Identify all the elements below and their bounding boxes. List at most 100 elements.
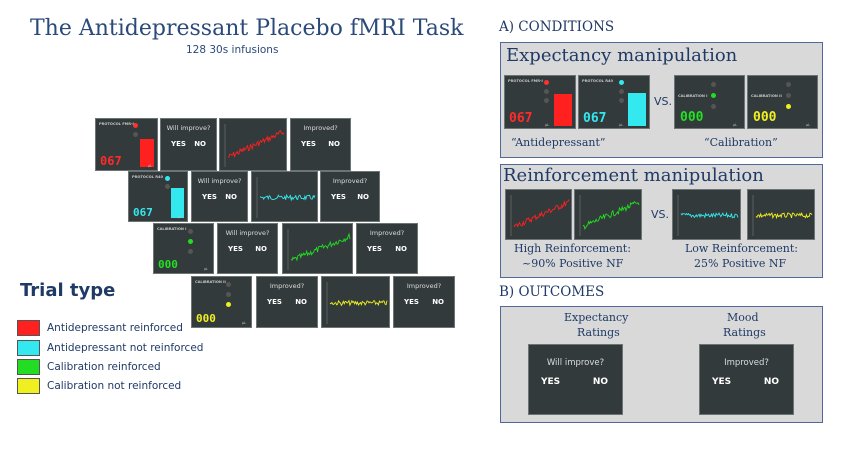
led-icon bbox=[619, 98, 624, 103]
question-text: Will improve? bbox=[197, 177, 242, 185]
nf-trace-screen bbox=[747, 189, 815, 240]
no-option: NO bbox=[592, 377, 608, 387]
improved-screen: Improved? YES NO bbox=[356, 223, 418, 274]
main-title: The Antidepressant Placebo fMRI Task bbox=[30, 16, 464, 41]
digit-display: 067 bbox=[100, 154, 122, 168]
device-label: CALIBRATION II bbox=[751, 94, 782, 98]
nf-trace-screen bbox=[321, 276, 390, 328]
reinforcement-panel: Reinforcement manipulation VS. High Rein… bbox=[500, 164, 823, 278]
outcomes-panel: Expectancy Ratings Mood Ratings Will imp… bbox=[500, 306, 823, 423]
led-icon bbox=[711, 104, 716, 109]
device-calibration-green: CALIBRATION I 000 μL bbox=[674, 75, 745, 129]
will-improve-screen: Will improve? YES NO bbox=[191, 171, 248, 222]
legend-label: Antidepressant not reinforced bbox=[47, 342, 204, 354]
trace-line bbox=[259, 193, 316, 202]
nf-trace-green bbox=[579, 195, 640, 236]
question-text: Improved? bbox=[269, 282, 305, 290]
legend-swatch-yellow bbox=[17, 378, 40, 394]
question-text: Improved? bbox=[406, 282, 442, 290]
device-calibration-yellow: CALIBRATION II 000 μL bbox=[191, 276, 252, 328]
mood-ratings-label: Mood bbox=[727, 311, 759, 324]
device-label: CALIBRATION I bbox=[157, 227, 187, 231]
device-label: CALIBRATION II bbox=[195, 280, 226, 284]
digit-display: 000 bbox=[196, 312, 216, 325]
unit-label: μL bbox=[148, 164, 153, 168]
legend-label: Calibration not reinforced bbox=[47, 380, 182, 392]
device-antidepressant-cyan: PROTOCOL R40 067 μL bbox=[128, 171, 188, 222]
led-icon bbox=[165, 176, 170, 181]
conditions-header: A) CONDITIONS bbox=[499, 19, 615, 35]
trace-line bbox=[329, 299, 388, 307]
unit-label: μL bbox=[242, 321, 247, 325]
unit-label: μL bbox=[806, 123, 811, 127]
led-icon bbox=[711, 93, 716, 98]
nf-trace-red bbox=[510, 195, 570, 236]
nf-trace-yellow bbox=[752, 195, 813, 236]
vs-label: VS. bbox=[651, 208, 670, 221]
no-option: NO bbox=[357, 193, 369, 201]
nf-trace-screen bbox=[574, 189, 642, 240]
device-antidepressant-red: PROTOCOL FMR-I 067 μL bbox=[504, 75, 576, 129]
device-label: CALIBRATION I bbox=[678, 94, 708, 98]
device-calibration-green: CALIBRATION I 000 μL bbox=[153, 223, 214, 274]
nf-trace-yellow bbox=[326, 282, 388, 324]
nf-trace-screen bbox=[251, 171, 318, 222]
level-bar bbox=[171, 188, 184, 218]
improved-screen: Improved? YES NO bbox=[393, 276, 455, 328]
yes-option: YES bbox=[404, 298, 419, 306]
led-icon bbox=[786, 104, 791, 109]
expectancy-panel: Expectancy manipulation PROTOCOL FMR-I 0… bbox=[500, 42, 823, 158]
legend-label: Antidepressant reinforced bbox=[47, 322, 183, 334]
digit-display: 000 bbox=[680, 110, 704, 125]
expectancy-ratings-label: Expectancy bbox=[564, 311, 629, 324]
improved-screen: Improved? YES NO bbox=[699, 344, 794, 415]
unit-label: μL bbox=[204, 267, 209, 271]
yes-option: YES bbox=[301, 140, 316, 148]
high-reinforcement-detail: ~90% Positive NF bbox=[522, 257, 624, 270]
yes-option: YES bbox=[228, 245, 243, 253]
question-text: Will improve? bbox=[166, 124, 211, 132]
antidepressant-caption: “Antidepressant” bbox=[511, 136, 606, 149]
outcomes-header: B) OUTCOMES bbox=[499, 284, 605, 300]
led-icon bbox=[133, 132, 138, 137]
device-label: PROTOCOL R40 bbox=[582, 79, 613, 83]
yes-option: YES bbox=[541, 377, 561, 387]
main-subtitle: 128 30s infusions bbox=[186, 44, 279, 56]
question-text: Improved? bbox=[332, 177, 368, 185]
led-icon bbox=[786, 82, 791, 87]
no-option: NO bbox=[225, 193, 237, 201]
led-icon bbox=[544, 80, 549, 85]
improved-screen: Improved? YES NO bbox=[320, 171, 380, 222]
trace-line bbox=[582, 200, 640, 230]
nf-trace-cyan bbox=[677, 195, 739, 236]
led-icon bbox=[226, 292, 231, 297]
led-icon bbox=[226, 282, 231, 287]
legend-label: Calibration reinforced bbox=[47, 361, 161, 373]
no-option: NO bbox=[255, 245, 267, 253]
led-icon bbox=[165, 184, 170, 189]
question-text: Will improve? bbox=[546, 358, 605, 368]
expectancy-ratings-label-2: Ratings bbox=[577, 326, 620, 339]
led-icon bbox=[544, 89, 549, 94]
improved-screen: Improved? YES NO bbox=[290, 118, 351, 171]
unit-label: μL bbox=[619, 123, 624, 127]
digit-display: 067 bbox=[509, 111, 533, 126]
led-icon bbox=[619, 89, 624, 94]
legend-swatch-cyan bbox=[17, 340, 40, 356]
yes-option: YES bbox=[712, 377, 732, 387]
nf-trace-screen bbox=[672, 189, 741, 240]
vs-label: VS. bbox=[654, 95, 673, 108]
device-label: PROTOCOL FMR-I bbox=[508, 79, 543, 83]
improved-screen: Improved? YES NO bbox=[256, 276, 318, 328]
question-text: Improved? bbox=[303, 124, 338, 132]
will-improve-screen: Will improve? YES NO bbox=[217, 223, 278, 274]
yes-option: YES bbox=[367, 245, 382, 253]
device-antidepressant-cyan: PROTOCOL R40 067 μL bbox=[578, 75, 650, 129]
low-reinforcement-label: Low Reinforcement: bbox=[685, 242, 799, 255]
expectancy-title: Expectancy manipulation bbox=[506, 45, 738, 66]
no-option: NO bbox=[194, 140, 206, 148]
unit-label: μL bbox=[733, 123, 738, 127]
led-icon bbox=[133, 123, 138, 128]
question-text: Improved? bbox=[369, 229, 405, 237]
high-reinforcement-label: High Reinforcement: bbox=[514, 242, 631, 255]
